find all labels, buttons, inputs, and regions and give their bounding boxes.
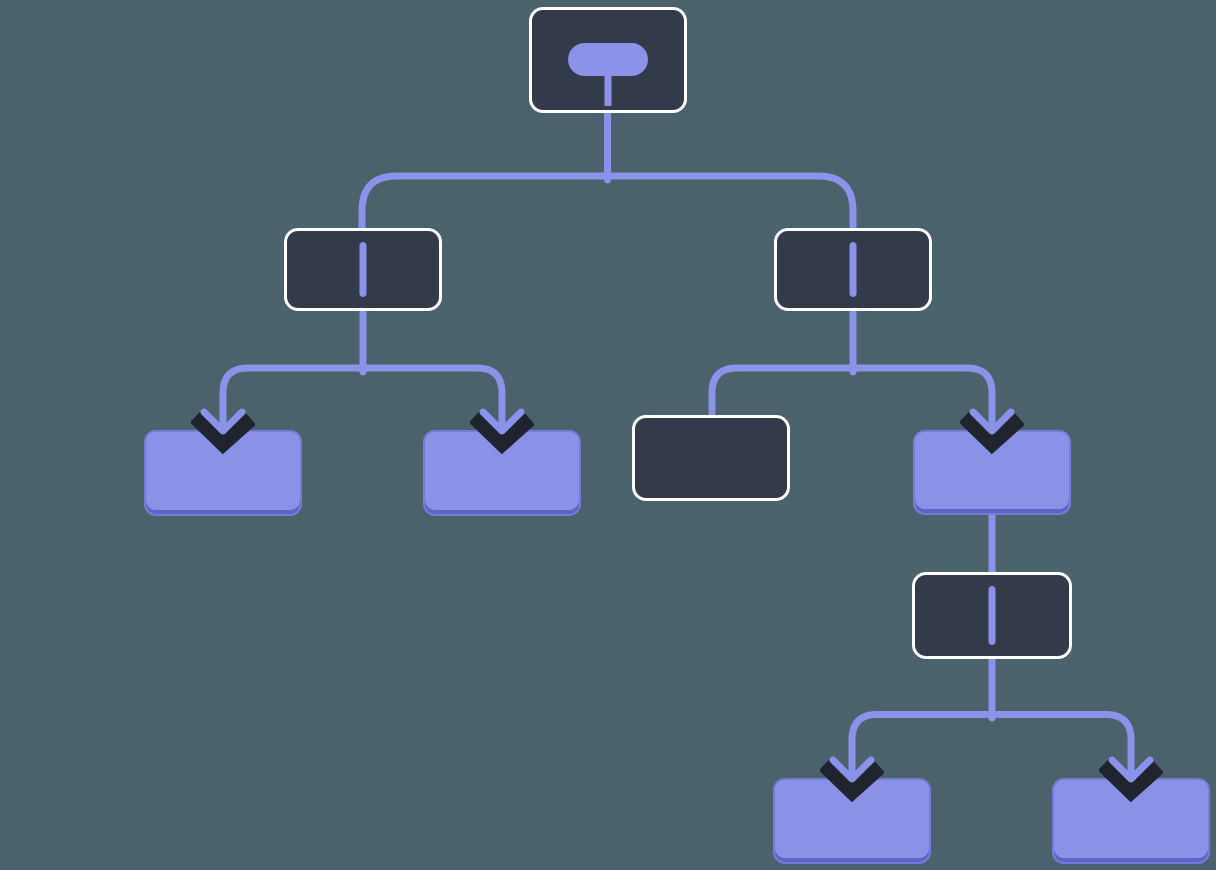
tree-node-branch-lower[interactable] [912, 572, 1072, 659]
tree-node-node-plain[interactable] [632, 415, 790, 501]
double-arrow-down-icon [958, 401, 1025, 465]
connector-right-junction [708, 364, 996, 428]
root-pill-stem-icon [604, 68, 612, 106]
connector-bottom-junction [848, 711, 1135, 764]
connector-top-junction [358, 172, 857, 238]
tree-node-root[interactable] [529, 7, 687, 113]
double-arrow-down-icon [818, 749, 885, 813]
tree-node-branch-right[interactable] [774, 228, 932, 311]
connector-left-junction [219, 364, 506, 416]
vertical-bar-icon [359, 242, 367, 297]
vertical-bar-icon [849, 242, 857, 297]
double-arrow-down-icon [468, 401, 535, 465]
double-arrow-down-icon [1097, 749, 1164, 813]
tree-node-branch-left[interactable] [284, 228, 442, 311]
vertical-bar-icon [988, 586, 996, 645]
double-arrow-down-icon [189, 401, 256, 465]
